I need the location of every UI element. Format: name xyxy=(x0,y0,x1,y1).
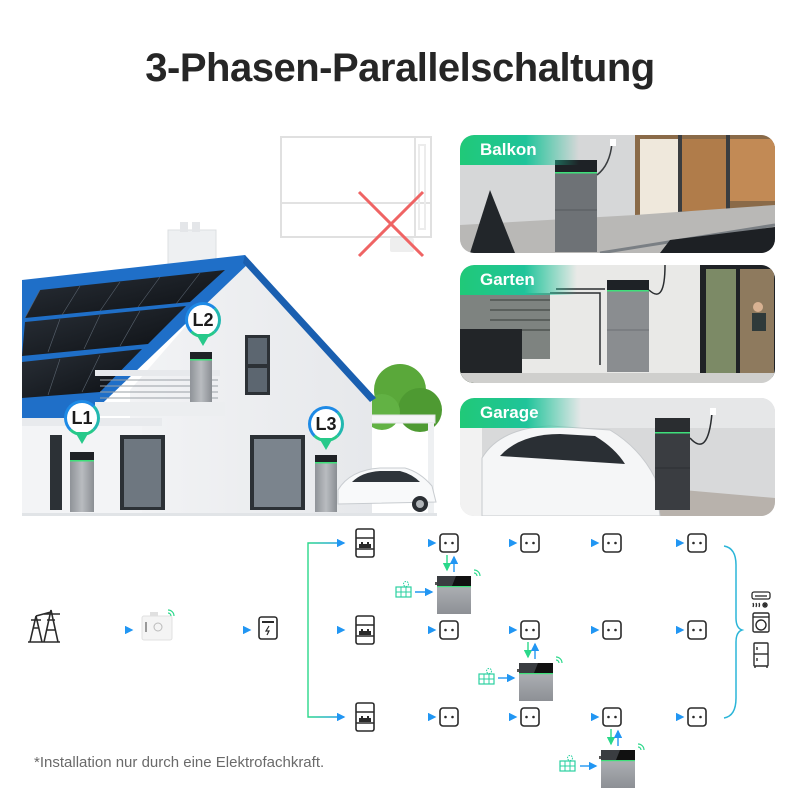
page-title: 3-Phasen-Parallelschaltung xyxy=(145,46,655,90)
phase-label: L1 xyxy=(64,400,100,436)
smart-meter-icon xyxy=(141,609,175,641)
phase-pin-l1: L1 xyxy=(64,400,100,446)
socket-icon xyxy=(439,707,459,727)
house-drawing xyxy=(22,222,442,516)
washing-machine-icon xyxy=(752,612,770,633)
cross-icon xyxy=(357,190,425,258)
socket-icon xyxy=(687,707,707,727)
socket-icon xyxy=(439,533,459,553)
scene-label: Garten xyxy=(460,265,577,295)
installation-footnote: *Installation nur durch eine Elektrofach… xyxy=(34,754,325,771)
breaker-icon xyxy=(355,615,375,645)
socket-icon xyxy=(520,707,540,727)
socket-icon xyxy=(439,620,459,640)
power-grid-tower-icon xyxy=(28,609,60,643)
phase-label: L3 xyxy=(308,406,344,442)
air-conditioner-icon xyxy=(751,591,771,608)
socket-icon xyxy=(687,620,707,640)
scene-card-garten: Garten xyxy=(460,265,775,383)
battery-storage-icon xyxy=(598,743,645,789)
scene-label: Garage xyxy=(460,398,581,428)
battery-storage-icon xyxy=(434,569,481,615)
phase-pin-l2: L2 xyxy=(185,302,221,348)
house-illustration: L1 L2 L3 xyxy=(0,130,450,520)
brace xyxy=(723,545,745,719)
battery-storage-icon xyxy=(516,656,563,702)
solar-panel-icon xyxy=(478,667,495,685)
socket-icon xyxy=(520,620,540,640)
solar-panel-icon xyxy=(559,754,576,772)
phase-pin-l3: L3 xyxy=(308,406,344,452)
refrigerator-icon xyxy=(753,642,769,668)
electric-meter-icon xyxy=(258,616,278,640)
socket-icon xyxy=(602,533,622,553)
scene-label: Balkon xyxy=(460,135,579,165)
scene-card-garage: Garage xyxy=(460,398,775,516)
socket-icon xyxy=(520,533,540,553)
garage-photo xyxy=(460,398,775,516)
solar-panel-icon xyxy=(395,580,412,598)
socket-icon xyxy=(687,533,707,553)
socket-icon xyxy=(602,620,622,640)
breaker-icon xyxy=(355,528,375,558)
phase-label: L2 xyxy=(185,302,221,338)
socket-icon xyxy=(602,707,622,727)
scene-card-balkon: Balkon xyxy=(460,135,775,253)
breaker-icon xyxy=(355,702,375,732)
wiring-diagram xyxy=(28,528,771,789)
ac-unit-outline xyxy=(280,136,432,238)
